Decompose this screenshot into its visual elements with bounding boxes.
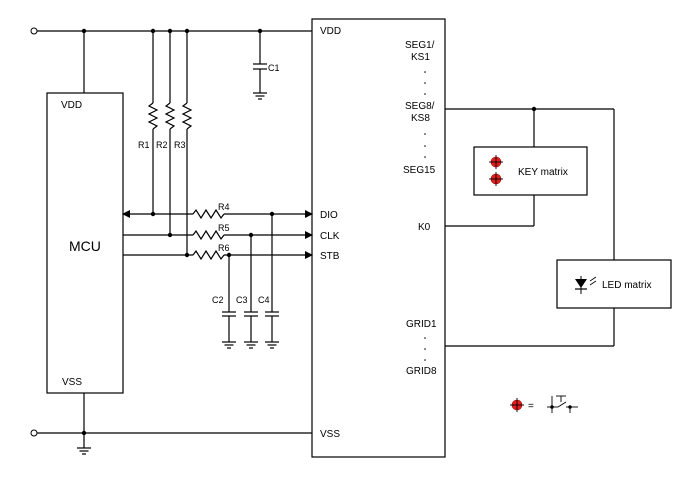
led-matrix-label: LED matrix: [602, 280, 651, 291]
legend-equals: =: [528, 401, 534, 412]
label-c3: C3: [236, 295, 248, 305]
ellipsis-dots-top: [424, 71, 426, 95]
pin-label-clk: CLK: [320, 231, 340, 242]
mcu-vss-label: VSS: [62, 377, 82, 388]
label-r4: R4: [218, 202, 230, 212]
pin-label-seg1: SEG1/: [405, 40, 435, 51]
pin-label-stb: STB: [320, 251, 340, 262]
label-c1: C1: [268, 63, 280, 73]
label-c4: C4: [258, 295, 270, 305]
clk-line: [123, 229, 313, 241]
resistor-r3: [181, 28, 193, 255]
label-c2: C2: [212, 295, 224, 305]
pin-label-vdd: VDD: [320, 26, 341, 37]
seg8-ks8-bus: [445, 106, 615, 260]
key-switch-symbol-icon: [547, 395, 578, 413]
mcu-block: [46, 92, 124, 394]
key-matrix-box: [473, 146, 588, 196]
mcu-label: MCU: [69, 238, 101, 254]
label-r3: R3: [174, 140, 186, 150]
pin-label-dio: DIO: [320, 210, 338, 221]
key-switch-icon: [489, 155, 503, 186]
dio-line: [122, 208, 313, 220]
pin-label-grid1: GRID1: [406, 319, 437, 330]
resistor-r2: [164, 28, 176, 235]
label-r5: R5: [218, 223, 230, 233]
capacitor-c2: [221, 255, 237, 349]
label-r1: R1: [138, 140, 150, 150]
driver-ic: [311, 18, 446, 458]
stb-line: [123, 249, 313, 261]
ellipsis-dots-grid: [424, 337, 426, 361]
ellipsis-dots-mid: [424, 133, 426, 158]
pin-label-k0: K0: [418, 222, 431, 233]
capacitor-c1: [252, 28, 268, 100]
grid-line: [445, 308, 615, 347]
pin-label-grid8: GRID8: [406, 366, 437, 377]
pin-label-seg8: SEG8/: [405, 101, 435, 112]
key-matrix-label: KEY matrix: [518, 167, 568, 178]
capacitor-c3: [243, 235, 259, 349]
label-r2: R2: [156, 140, 168, 150]
ground-icon: [76, 447, 92, 455]
label-r6: R6: [218, 243, 230, 253]
vdd-rail: [30, 27, 312, 93]
pin-label-ks1: KS1: [411, 52, 430, 63]
resistor-r1: [147, 28, 159, 214]
legend: =: [510, 395, 578, 413]
vss-rail: [30, 393, 312, 455]
key-switch-icon: [510, 398, 524, 412]
pin-label-seg15: SEG15: [403, 165, 436, 176]
capacitor-c4: [264, 214, 280, 349]
k0-line: [445, 195, 535, 227]
pin-label-ks8: KS8: [411, 113, 430, 124]
led-diode-icon: [575, 276, 597, 294]
pin-label-vss: VSS: [320, 429, 340, 440]
mcu-vdd-label: VDD: [61, 100, 82, 111]
